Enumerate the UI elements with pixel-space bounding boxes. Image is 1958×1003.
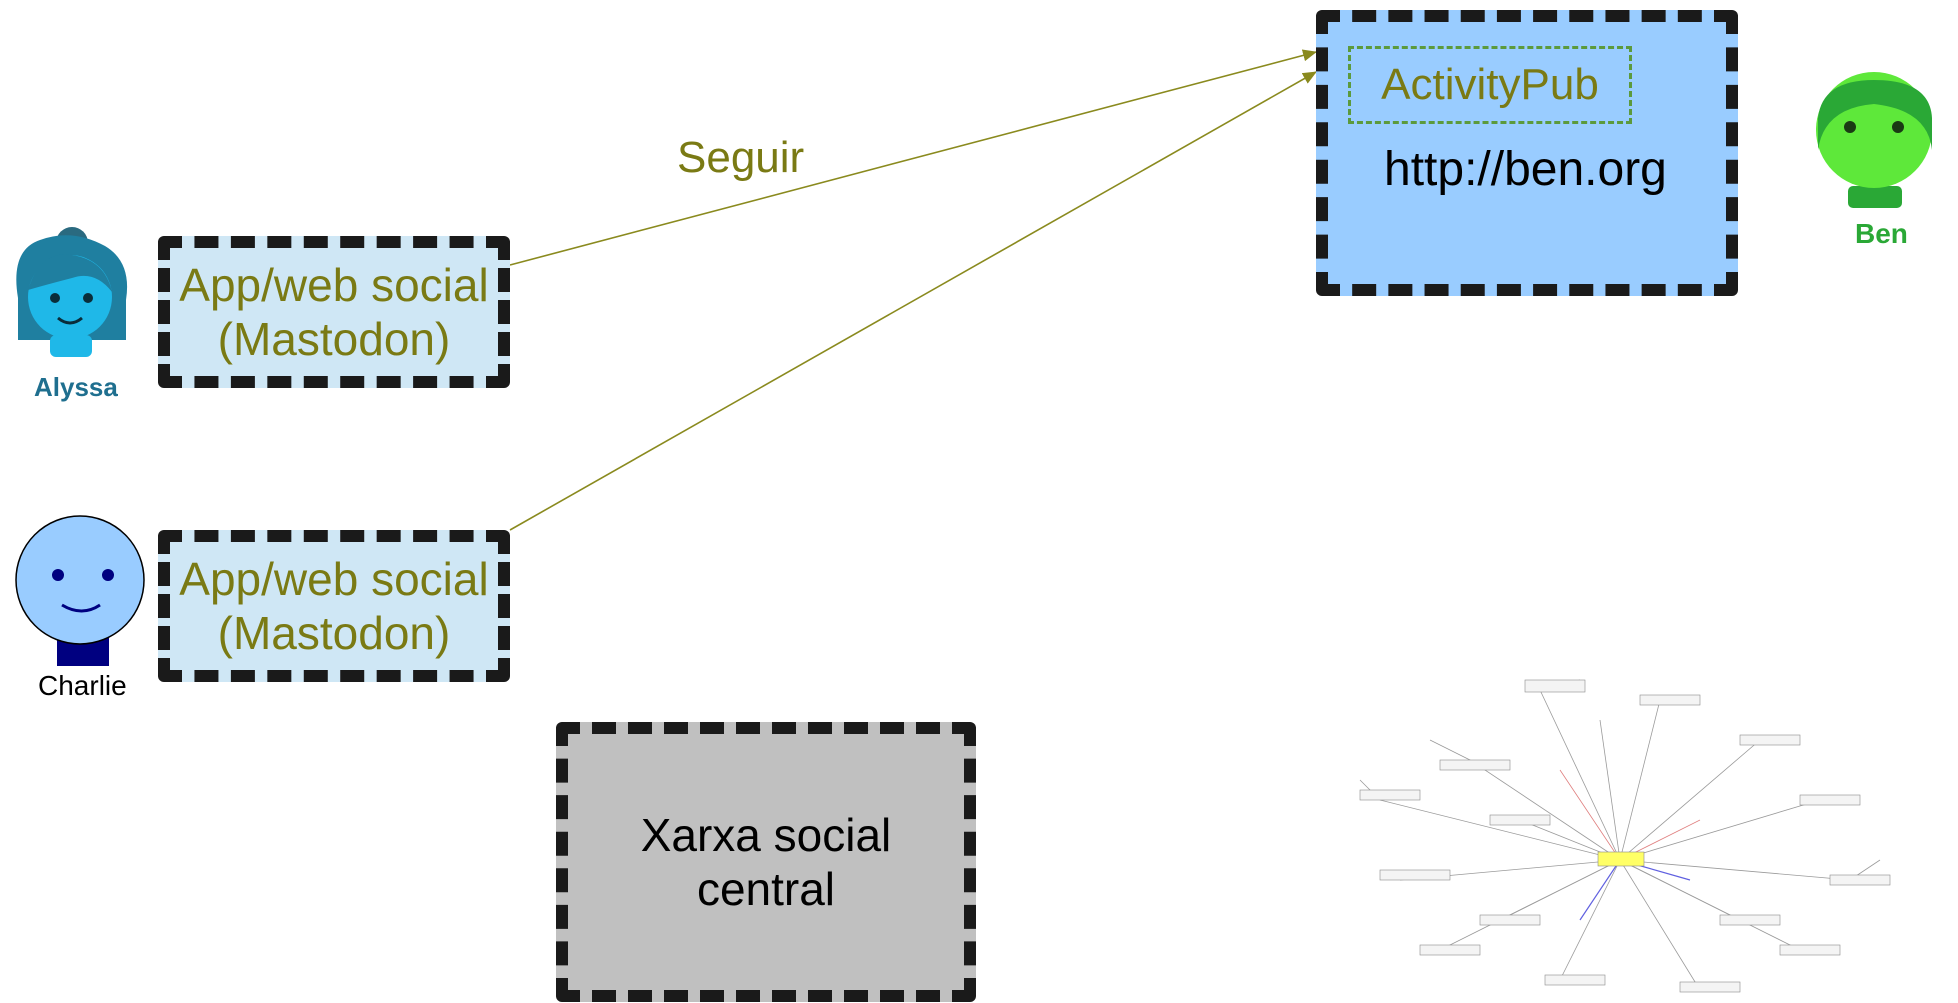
follow-arrow-alyssa [509, 49, 1317, 266]
follow-arrow-charlie [509, 71, 1317, 531]
alyssa-app-line2: (Mastodon) [217, 313, 451, 365]
charlie-name: Charlie [38, 670, 127, 701]
charlie-social-app-box: App/web social (Mastodon) [158, 530, 510, 682]
activitypub-endpoint: ActivityPub [1348, 46, 1632, 124]
central-line1: Xarxa social [640, 808, 892, 861]
central-line2: central [696, 863, 836, 915]
ben-server-box: ActivityPub http://ben.org [1316, 10, 1738, 296]
alyssa-name: Alyssa [34, 372, 118, 402]
ben-name: Ben [1855, 218, 1908, 249]
alyssa-social-app-box: App/web social (Mastodon) [158, 236, 510, 388]
follow-label: Seguir [677, 133, 805, 182]
central-social-network-box: Xarxa social central [556, 722, 976, 1002]
activitypub-label: ActivityPub [1381, 60, 1599, 110]
charlie-app-line2: (Mastodon) [217, 607, 451, 659]
server-url: http://ben.org [1384, 143, 1667, 196]
charlie-app-line1: App/web social [179, 552, 489, 605]
alyssa-app-line1: App/web social [179, 258, 489, 311]
